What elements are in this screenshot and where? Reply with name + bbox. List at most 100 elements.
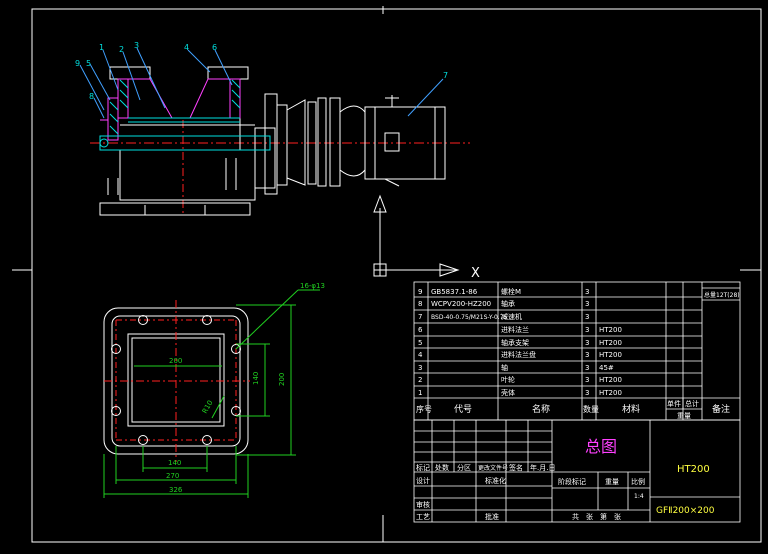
dim-bottom-270: 270: [166, 472, 179, 480]
dim-bottom-140: 140: [168, 459, 181, 467]
svg-text:重量: 重量: [605, 478, 619, 486]
leader-6: 6: [212, 43, 217, 52]
drawing-frame: [12, 6, 762, 543]
svg-text:3: 3: [418, 364, 422, 372]
svg-text:HT200: HT200: [599, 339, 622, 347]
svg-text:HT200: HT200: [599, 326, 622, 334]
svg-text:备注: 备注: [712, 403, 730, 415]
svg-text:3: 3: [585, 300, 589, 308]
svg-text:HT200: HT200: [599, 389, 622, 397]
bom-side-label: 总量12T(28): [704, 291, 740, 299]
leader-2: 2: [119, 45, 124, 54]
scale: 1:4: [634, 493, 644, 500]
svg-text:标准化: 标准化: [485, 476, 506, 485]
svg-text:壳体: 壳体: [501, 388, 515, 397]
svg-text:4: 4: [418, 351, 423, 359]
svg-text:材料: 材料: [622, 403, 640, 415]
svg-text:签名: 签名: [509, 463, 523, 472]
svg-text:轴: 轴: [501, 363, 508, 372]
leader-5: 5: [86, 59, 91, 68]
svg-text:3: 3: [585, 339, 589, 347]
sheet-info: 共 张 第 张: [572, 512, 621, 521]
svg-text:BSD-40-0.75/M21S-Y-0.75: BSD-40-0.75/M21S-Y-0.75: [431, 314, 508, 321]
dim-inner-right: 200: [278, 373, 286, 386]
leader-8: 8: [89, 92, 94, 101]
svg-text:6: 6: [418, 326, 423, 334]
svg-text:批准: 批准: [485, 512, 499, 521]
dim-diag: R10: [201, 399, 215, 415]
svg-text:审核: 审核: [416, 500, 430, 509]
svg-text:重量: 重量: [677, 412, 691, 420]
svg-text:工艺: 工艺: [416, 513, 430, 521]
title-block: [413, 419, 741, 523]
side-elevation: 1 2 3 4 6 9 5 8 7: [75, 41, 470, 216]
svg-text:减速机: 减速机: [501, 312, 522, 321]
x-axis-label: X: [471, 266, 480, 281]
svg-text:3: 3: [585, 326, 589, 334]
svg-text:3: 3: [585, 389, 589, 397]
svg-text:GB5837.1-86: GB5837.1-86: [431, 288, 478, 296]
leader-4: 4: [184, 43, 189, 52]
bom-row: 1 壳体 3 HT200: [418, 388, 622, 397]
svg-text:标记: 标记: [416, 463, 430, 472]
svg-text:轴承支架: 轴承支架: [501, 338, 529, 347]
svg-text:代号: 代号: [454, 404, 472, 415]
dim-inner-left: 140: [252, 372, 260, 385]
svg-text:分区: 分区: [457, 463, 471, 472]
svg-text:序号: 序号: [416, 404, 432, 414]
bom-row: 9 GB5837.1-86 螺栓M 3: [418, 287, 589, 296]
svg-text:3: 3: [585, 376, 589, 384]
svg-text:螺栓M: 螺栓M: [501, 287, 521, 296]
svg-text:8: 8: [418, 300, 422, 308]
svg-text:5: 5: [418, 339, 422, 347]
svg-text:3: 3: [585, 364, 589, 372]
dim-holes: 16-φ13: [300, 282, 325, 290]
bom-row: 5 轴承支架 3 HT200: [418, 338, 622, 347]
svg-text:45#: 45#: [599, 364, 614, 372]
dim-inner-top: 200: [169, 357, 182, 365]
svg-text:进料法兰: 进料法兰: [501, 325, 529, 334]
bom-row: 2 叶轮 3 HT200: [418, 375, 622, 384]
material: HT200: [677, 464, 710, 475]
bom-row: 4 进料法兰盘 3 HT200: [418, 350, 622, 359]
drawing-number: GFⅡ200×200: [656, 506, 715, 516]
svg-text:比例: 比例: [631, 477, 645, 486]
svg-text:设计: 设计: [416, 476, 430, 485]
dim-bottom-326: 326: [169, 486, 183, 494]
svg-text:HT200: HT200: [599, 376, 622, 384]
svg-text:数量: 数量: [583, 404, 599, 414]
svg-text:处数: 处数: [435, 463, 449, 472]
leader-7: 7: [443, 71, 448, 80]
title-block-text: 总图 HT200 GFⅡ200×200 标记 处数 分区 更改文件号 签名 年.…: [416, 437, 715, 521]
svg-text:HT200: HT200: [599, 351, 622, 359]
bom-row: 6 进料法兰 3 HT200: [418, 325, 622, 334]
svg-text:7: 7: [418, 313, 422, 321]
svg-text:3: 3: [585, 313, 589, 321]
bom-row: 7 BSD-40-0.75/M21S-Y-0.75 减速机 3: [418, 312, 589, 321]
svg-text:3: 3: [585, 288, 589, 296]
svg-text:进料法兰盘: 进料法兰盘: [501, 350, 536, 359]
dimensions: [103, 289, 320, 498]
svg-text:名称: 名称: [532, 403, 550, 415]
bom-header: 序号 代号 名称 数量 材料 单件 总计 重量 备注: [416, 399, 730, 420]
svg-text:3: 3: [585, 351, 589, 359]
svg-text:更改文件号: 更改文件号: [478, 464, 508, 472]
svg-text:WCPV200-HZ200: WCPV200-HZ200: [431, 300, 491, 308]
ucs-icon: [373, 194, 460, 277]
leader-1: 1: [99, 43, 104, 52]
svg-text:阶段标记: 阶段标记: [558, 477, 586, 486]
drawing-title: 总图: [585, 437, 617, 456]
svg-text:9: 9: [418, 288, 422, 296]
leader-9: 9: [75, 59, 80, 68]
svg-text:单件: 单件: [667, 399, 681, 408]
svg-text:年.月.日: 年.月.日: [530, 463, 555, 472]
leader-3: 3: [134, 41, 139, 50]
svg-text:1: 1: [418, 389, 422, 397]
svg-text:叶轮: 叶轮: [501, 375, 515, 384]
svg-text:总计: 总计: [685, 399, 699, 408]
svg-text:2: 2: [418, 376, 422, 384]
bom-row: 3 轴 3 45#: [418, 363, 614, 372]
